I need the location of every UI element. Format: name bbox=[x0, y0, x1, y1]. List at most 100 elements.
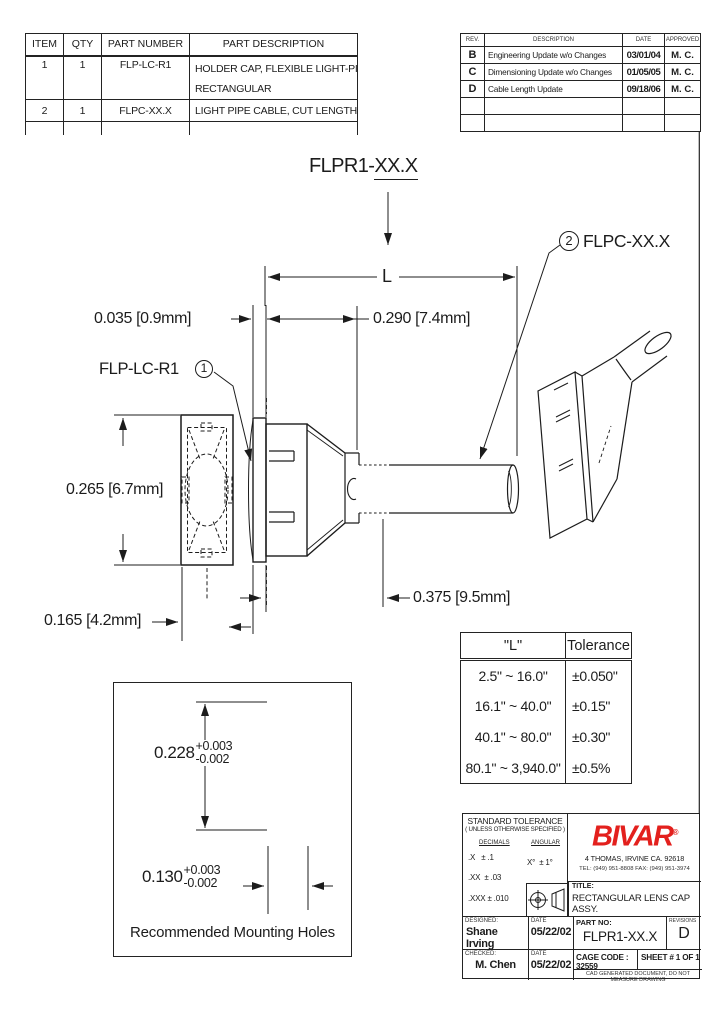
dim-lip-thickness: 0.035 [0.9mm] bbox=[94, 310, 192, 327]
angular-header: ANGULAR bbox=[531, 840, 561, 846]
parts-item: 1 bbox=[25, 55, 64, 100]
rev-letter: C bbox=[460, 63, 485, 81]
parts-part-number: FLPC-XX.X bbox=[101, 99, 190, 122]
dimension-lines bbox=[114, 192, 561, 914]
designed-name: Shane Irving bbox=[466, 926, 498, 950]
length-dimension-label: L bbox=[378, 266, 397, 287]
standard-tolerance-title: STANDARD TOLERANCE bbox=[467, 816, 563, 826]
rev-description: Dimensioning Update w/o Changes bbox=[484, 63, 623, 81]
title-label: TITLE: bbox=[572, 883, 594, 890]
dim-cap-depth: 0.375 [9.5mm] bbox=[413, 589, 511, 606]
rev-approved: M. C. bbox=[664, 46, 701, 64]
parts-header-part-number: PART NUMBER bbox=[101, 33, 190, 57]
parts-description-line1: HOLDER CAP, FLEXIBLE LIGHT-PIPE, bbox=[195, 62, 358, 75]
tolerance-decimal-row: .XX ± .03 bbox=[468, 873, 502, 882]
checked-date: 05/22/02 bbox=[530, 959, 572, 971]
sheet-number: SHEET # 1 OF 1 bbox=[637, 950, 702, 969]
table-row: B Engineering Update w/o Changes 03/01/0… bbox=[460, 46, 701, 64]
parts-qty: 1 bbox=[63, 99, 102, 122]
table-row: 1 1 FLP-LC-R1 HOLDER CAP, FLEXIBLE LIGHT… bbox=[25, 55, 358, 100]
table-row: 40.1" ~ 80.0" ±0.30" bbox=[460, 721, 632, 753]
rev-date: 01/05/05 bbox=[622, 63, 665, 81]
registered-mark: ® bbox=[672, 828, 679, 837]
rev-header-date: DATE bbox=[622, 33, 665, 47]
parts-description: LIGHT PIPE CABLE, CUT LENGTH IN INCHES bbox=[189, 99, 358, 122]
rev-header-description: DESCRIPTION bbox=[484, 33, 623, 47]
rev-approved: M. C. bbox=[664, 80, 701, 98]
company-address: 4 THOMAS, IRVINE CA. 92618 bbox=[584, 853, 685, 863]
parts-item: 2 bbox=[25, 99, 64, 122]
holder-callout-balloon: 1 bbox=[195, 360, 213, 378]
tolerance-range: 2.5" ~ 16.0" bbox=[460, 659, 566, 691]
revision-value: D bbox=[678, 925, 690, 942]
parts-qty: 1 bbox=[63, 55, 102, 100]
dim-hole-height-tolerance: +0.003 -0.002 bbox=[196, 740, 233, 766]
cage-sheet-cell: CAGE CODE : 32559 SHEET # 1 OF 1 CAD GEN… bbox=[573, 949, 702, 983]
cable-callout-leader bbox=[479, 244, 561, 460]
drawing-title: RECTANGULAR LENS CAP ASSY. bbox=[572, 893, 690, 915]
rev-header-rev: REV. bbox=[460, 33, 485, 47]
tolerance-angular-row: X° ± 1° bbox=[527, 858, 553, 867]
assembly-part-label-suffix: XX.X bbox=[374, 155, 418, 180]
decimals-header: DECIMALS bbox=[479, 840, 510, 846]
tolerance-minus: -0.002 bbox=[195, 752, 230, 766]
tolerance-range: 80.1" ~ 3,940.0" bbox=[460, 752, 566, 784]
designed-cell: DESIGNED: Shane Irving bbox=[463, 916, 528, 950]
dim-hole-height: 0.228 +0.003 -0.002 bbox=[152, 740, 235, 766]
cable-callout-label: FLPC-XX.X bbox=[583, 231, 670, 251]
table-row: C Dimensioning Update w/o Changes 01/05/… bbox=[460, 63, 701, 81]
dim-body-length: 0.290 [7.4mm] bbox=[373, 310, 471, 327]
holder-front-view bbox=[180, 414, 234, 600]
dim-hole-width: 0.130 +0.003 -0.002 bbox=[140, 864, 223, 890]
checked-date-cell: DATE 05/22/02 bbox=[528, 949, 573, 980]
rev-description: Cable Length Update bbox=[484, 80, 623, 98]
parts-header-item: ITEM bbox=[25, 33, 64, 57]
revision-table: REV. DESCRIPTION DATE APPROVED B Enginee… bbox=[460, 33, 701, 132]
tolerance-table-header: "L" Tolerance bbox=[460, 632, 632, 661]
date-label: DATE bbox=[531, 951, 547, 957]
table-row-empty bbox=[460, 114, 701, 132]
table-row: 16.1" ~ 40.0" ±0.15" bbox=[460, 690, 632, 722]
parts-description-line2: RECTANGULAR bbox=[195, 82, 272, 95]
parts-table: ITEM QTY PART NUMBER PART DESCRIPTION 1 … bbox=[25, 33, 358, 135]
table-row: 80.1" ~ 3,940.0" ±0.5% bbox=[460, 752, 632, 784]
designed-date: 05/22/02 bbox=[530, 926, 572, 938]
isometric-view bbox=[537, 330, 672, 539]
revision-label: REVISIONS bbox=[669, 918, 697, 924]
dim-cap-height: 0.265 [6.7mm] bbox=[66, 481, 164, 498]
length-tolerance-table: "L" Tolerance 2.5" ~ 16.0" ±0.050" 16.1"… bbox=[460, 632, 632, 784]
tolerance-plus: +0.003 bbox=[183, 863, 221, 877]
holder-callout-label: FLP-LC-R1 bbox=[99, 360, 179, 378]
tolerance-decimal-row: .X ± .1 bbox=[468, 853, 494, 862]
tolerance-range: 16.1" ~ 40.0" bbox=[460, 690, 566, 722]
part-no-label: PART NO: bbox=[576, 918, 612, 927]
tolerance-decimal-row: .XXX ± .010 bbox=[468, 894, 509, 903]
parts-header-qty: QTY bbox=[63, 33, 102, 57]
parts-header-description: PART DESCRIPTION bbox=[189, 33, 358, 57]
table-row: D Cable Length Update 09/18/06 M. C. bbox=[460, 80, 701, 98]
tolerance-value: ±0.5% bbox=[572, 759, 611, 776]
cable-callout-balloon: 2 bbox=[559, 231, 579, 251]
tolerance-header-tolerance: Tolerance bbox=[565, 632, 632, 661]
tolerance-minus: -0.002 bbox=[183, 876, 218, 890]
third-angle-projection-icon bbox=[528, 888, 565, 912]
company-phone: TEL: (949) 951-8808 FAX: (949) 951-3974 bbox=[579, 865, 690, 872]
tolerance-value: ±0.30" bbox=[572, 729, 611, 745]
standard-tolerance-section: STANDARD TOLERANCE ( UNLESS OTHERWISE SP… bbox=[463, 814, 568, 916]
checked-label: CHECKED: bbox=[465, 951, 497, 957]
company-logo: BIVAR® bbox=[592, 820, 679, 853]
rev-description: Engineering Update w/o Changes bbox=[484, 46, 623, 64]
table-row: 2.5" ~ 16.0" ±0.050" bbox=[460, 659, 632, 691]
rev-letter: D bbox=[460, 80, 485, 98]
tolerance-value: ±0.050" bbox=[572, 667, 618, 684]
title-section: TITLE: RECTANGULAR LENS CAP ASSY. bbox=[568, 881, 701, 916]
assembly-part-label-prefix: FLPR1- bbox=[309, 155, 375, 177]
dim-hole-width-tolerance: +0.003 -0.002 bbox=[184, 864, 221, 890]
assembly-part-label: FLPR1-XX.X bbox=[309, 155, 418, 180]
dim-hole-height-value: 0.228 bbox=[154, 743, 195, 762]
table-row-empty bbox=[460, 97, 701, 115]
tolerance-header-l: "L" bbox=[460, 632, 566, 661]
standard-tolerance-subtitle: ( UNLESS OTHERWISE SPECIFIED ) bbox=[465, 826, 565, 833]
designed-date-cell: DATE 05/22/02 bbox=[528, 916, 573, 949]
